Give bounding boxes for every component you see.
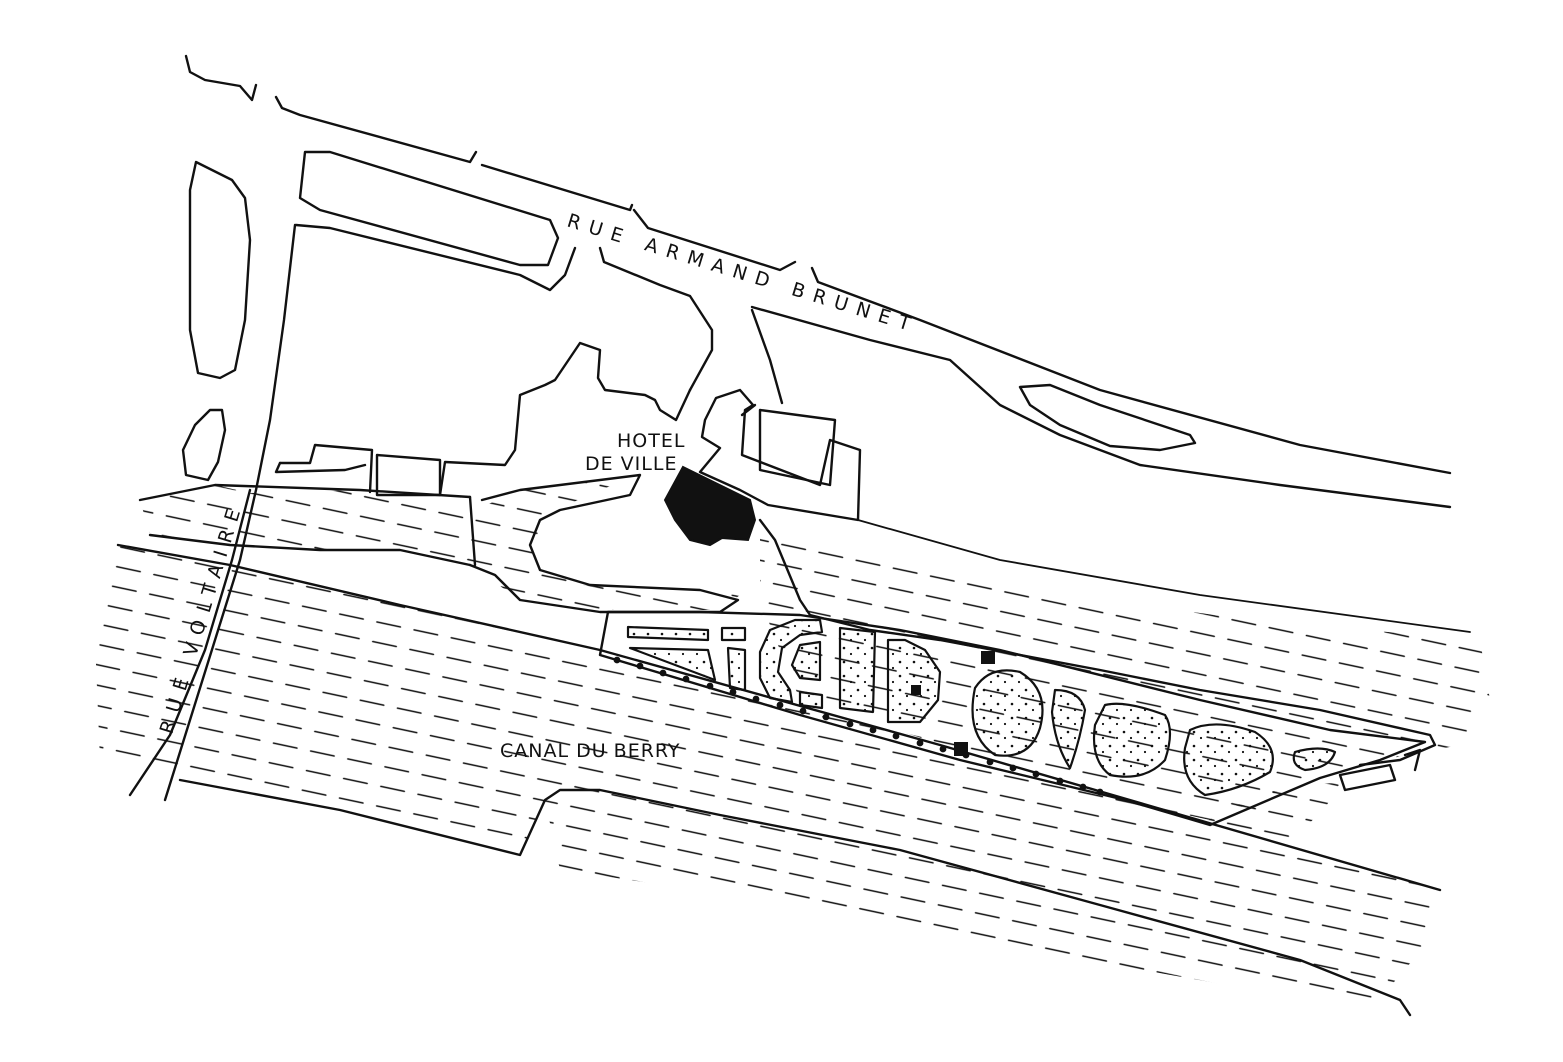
southwest-building-edge [274,461,367,474]
kiosk-north [981,651,995,664]
west-building-block [438,341,692,497]
garden-bed-west-triangle [628,646,717,682]
tree-dot [822,713,830,721]
garden-bed-small-oval [1292,747,1337,772]
rue-voltaire-west-edge-upper [181,408,227,482]
rue-armand-brunet-label: RUE ARMAND BRUNET [565,210,922,338]
hotel-forecourt-edge [758,518,1437,767]
fountain-marker [911,685,921,695]
river-north-bank [857,519,1471,633]
mill-race-inner-bank [468,473,740,614]
mill-race-north-bank [138,483,472,502]
tree-dot [869,726,877,734]
west-building-block-outline [375,453,442,497]
hotel-de-ville-label-line1: HOTEL [617,430,685,452]
rue-voltaire-west-edge [128,488,252,797]
garden-bed-leaf [1050,688,1087,770]
canal-south-bank [178,778,1412,1017]
tree-dot [682,675,690,683]
garden-bed-arc-inner [790,640,822,682]
garden-bed-arc-outer [758,618,824,704]
tree-dot [729,688,737,696]
rue-armand-brunet-north-edge [184,54,258,102]
canal-du-berry-water [95,545,1440,1010]
garden-bed-center-rect [798,690,824,710]
tree-dot [636,662,644,670]
rue-armand-brunet-north-edge-3 [480,163,634,212]
mill-race-south-bank [148,533,472,567]
hotel-de-ville-label-line2: DE VILLE [585,453,677,475]
hotel-de-ville-building [663,465,757,547]
tree-dot [776,701,784,709]
rue-armand-brunet-north-edge-5 [810,266,1452,475]
garden-bed-oval-1 [971,669,1044,757]
tree-dot [613,656,621,664]
rue-armand-brunet-south-edge [750,305,1452,509]
middle-block-west-street [294,223,577,292]
garden-bed-oval-3 [1183,723,1274,797]
tree-dot [1032,770,1040,778]
garden-bed-arc-left [726,646,747,692]
garden-bed-oval-2 [1092,702,1172,778]
tree-dot [1079,783,1087,791]
east-building-cut [740,403,757,417]
garden-bed-center-tall [838,626,877,714]
tree-dot [846,720,854,728]
street-median-island [1018,383,1197,452]
rue-voltaire-west-block [188,160,252,380]
garden-bed-half-circle [886,638,942,724]
rue-armand-brunet-north-edge-2 [274,95,478,164]
garden-promenade [598,610,1427,827]
street-outlines [116,54,1471,1017]
canal-north-bank [116,543,1442,892]
water-areas [95,475,1490,1010]
tree-dot [916,739,924,747]
garden-bed-west-small [720,626,747,642]
tree-row [613,656,1104,796]
mill-race-water [140,475,740,610]
tree-dot [1096,788,1104,796]
east-pier [1338,748,1422,792]
tree-dot [799,707,807,715]
southwest-building-outline [278,443,374,494]
tree-dot [706,682,714,690]
tree-dot [986,758,994,766]
promenade-outline [598,610,1427,827]
hotel-street [750,308,784,405]
rue-voltaire-east-edge [163,223,297,802]
tree-dot [892,732,900,740]
middle-block-east-street [598,246,714,392]
garden-bed-west-top [626,625,710,642]
tree-dot [659,669,667,677]
tree-dot [752,695,760,703]
north-block [298,150,560,267]
lower-pond-water [1205,783,1340,842]
tree-dot [939,745,947,753]
canal-du-berry-label: CANAL DU BERRY [500,740,681,762]
tree-dot [1009,764,1017,772]
rue-armand-brunet-north-edge-4 [632,208,797,272]
tree-dot [1056,777,1064,785]
east-building-inner [758,408,837,487]
kiosk-south [954,742,968,756]
